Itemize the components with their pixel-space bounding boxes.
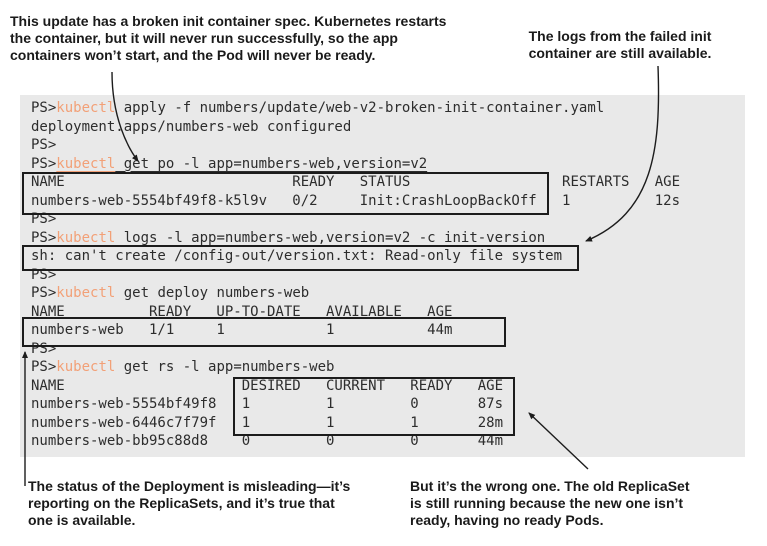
output-text: NAME READY STATUS RESTARTS AGE — [31, 174, 681, 190]
terminal-line: deployment.apps/numbers-web configured — [31, 118, 745, 137]
annotation-line: reporting on the ReplicaSets, and it’s t… — [28, 495, 335, 511]
prompt: PS> — [31, 359, 57, 375]
terminal-panel: PS>kubectl apply -f numbers/update/web-v… — [20, 95, 745, 457]
annotation-line: one is available. — [28, 512, 136, 528]
kubectl-keyword: kubectl — [56, 229, 116, 246]
kubectl-keyword: kubectl — [56, 359, 116, 375]
kubectl-keyword: kubectl — [56, 285, 116, 301]
terminal-line: numbers-web-5554bf49f8 1 1 0 87s — [31, 395, 745, 414]
prompt: PS> — [31, 155, 57, 172]
output-text: numbers-web 1/1 1 1 44m — [31, 322, 453, 338]
terminal-line: PS>kubectl get deploy numbers-web — [31, 284, 745, 303]
prompt: PS> — [31, 266, 57, 283]
prompt: PS> — [31, 285, 57, 301]
annotation-line: the container, but it will never run suc… — [10, 30, 398, 46]
annotation-line: containers won’t start, and the Pod will… — [10, 47, 376, 63]
annotation-line: The status of the Deployment is misleadi… — [28, 478, 351, 494]
annotation-line: This update has a broken init container … — [10, 13, 447, 29]
terminal-line: PS> — [31, 266, 745, 285]
terminal-line: NAME READY UP-TO-DATE AVAILABLE AGE — [31, 303, 745, 322]
command-text: get rs -l app=numbers-web — [115, 359, 335, 375]
prompt: PS> — [31, 211, 57, 227]
annotation-line: The logs from the failed init — [528, 28, 712, 44]
output-text: numbers-web-5554bf49f8-k5l9v 0/2 Init:Cr… — [31, 192, 681, 209]
output-text: deployment.apps/numbers-web configured — [31, 118, 352, 135]
annotation-top-right: The logs from the failed init container … — [490, 28, 750, 62]
terminal-line: numbers-web-5554bf49f8-k5l9v 0/2 Init:Cr… — [31, 192, 745, 211]
annotation-bottom-right: But it’s the wrong one. The old ReplicaS… — [410, 478, 690, 529]
terminal-line: sh: can't create /config-out/version.txt… — [31, 247, 745, 266]
prompt: PS> — [31, 137, 57, 153]
command-text: get deploy numbers-web — [115, 285, 310, 301]
terminal-line: PS>kubectl apply -f numbers/update/web-v… — [31, 99, 745, 118]
output-text: sh: can't create /config-out/version.txt… — [31, 248, 563, 264]
prompt: PS> — [31, 100, 57, 116]
prompt: PS> — [31, 340, 57, 357]
terminal-line: PS>kubectl get po -l app=numbers-web,ver… — [31, 155, 745, 174]
output-text: NAME READY UP-TO-DATE AVAILABLE AGE — [31, 303, 453, 320]
annotation-line: But it’s the wrong one. The old ReplicaS… — [410, 478, 690, 494]
terminal-line: NAME READY STATUS RESTARTS AGE — [31, 173, 745, 192]
terminal-line: numbers-web-6446c7f79f 1 1 1 28m — [31, 414, 745, 433]
terminal-line: numbers-web-bb95c88d8 0 0 0 44m — [31, 432, 745, 451]
terminal-line: numbers-web 1/1 1 1 44m — [31, 321, 745, 340]
command-text: logs -l app=numbers-web,version=v2 -c in… — [115, 229, 546, 246]
terminal-line: PS> — [31, 210, 745, 229]
annotation-line: is still running because the new one isn… — [410, 495, 684, 511]
kubectl-keyword: kubectl — [56, 155, 116, 172]
command-text: apply -f numbers/update/web-v2-broken-in… — [115, 100, 605, 116]
terminal-line: PS>kubectl logs -l app=numbers-web,versi… — [31, 229, 745, 248]
terminal-line: PS>kubectl get rs -l app=numbers-web — [31, 358, 745, 377]
output-text: numbers-web-bb95c88d8 0 0 0 44m — [31, 433, 504, 449]
terminal-line: PS> — [31, 136, 745, 155]
annotation-bottom-left: The status of the Deployment is misleadi… — [28, 478, 350, 529]
annotation-top-left: This update has a broken init container … — [10, 13, 446, 64]
terminal-line: PS> — [31, 340, 745, 359]
output-text: numbers-web-6446c7f79f 1 1 1 28m — [31, 414, 504, 431]
command-text: get po -l app=numbers-web,version=v2 — [115, 155, 428, 172]
annotation-line: ready, having no ready Pods. — [410, 512, 604, 528]
annotation-line: container are still available. — [528, 45, 712, 61]
kubectl-keyword: kubectl — [56, 100, 116, 116]
terminal-line: NAME DESIRED CURRENT READY AGE — [31, 377, 745, 396]
output-text: numbers-web-5554bf49f8 1 1 0 87s — [31, 396, 504, 412]
prompt: PS> — [31, 229, 57, 246]
output-text: NAME DESIRED CURRENT READY AGE — [31, 377, 504, 394]
